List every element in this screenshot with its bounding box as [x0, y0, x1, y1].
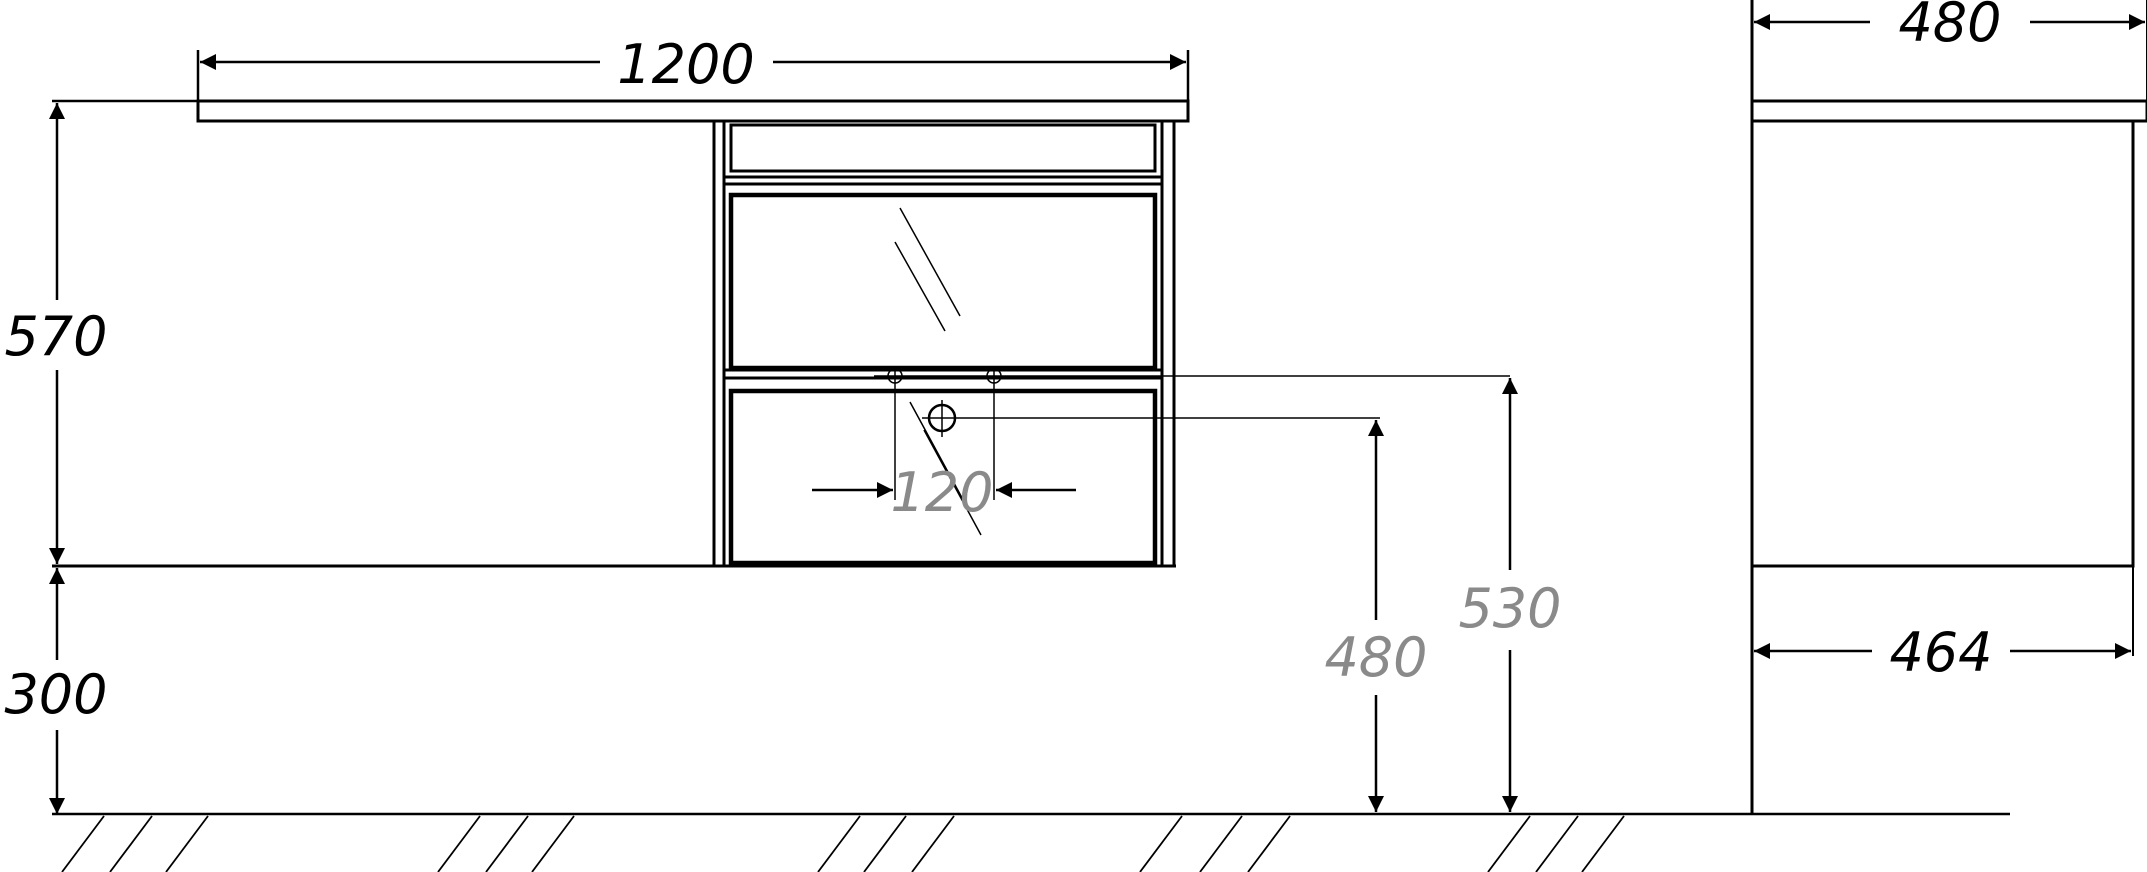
- upper-drawer: [728, 192, 1158, 371]
- label-530-supply: 530: [1458, 577, 1561, 640]
- lower-drawer: [728, 388, 1158, 566]
- label-300: 300: [4, 663, 107, 726]
- label-570: 570: [4, 305, 107, 368]
- floor: [52, 812, 2010, 872]
- side-countertop: [1750, 99, 2147, 123]
- label-480-drain: 480: [1324, 626, 1427, 689]
- dimension-lines: [49, 50, 1518, 814]
- side-cabinet: [1750, 119, 2135, 568]
- side-view: [1750, 0, 2147, 814]
- label-1200: 1200: [617, 33, 754, 96]
- top-drawer: [729, 123, 1157, 173]
- floor-hatch: [61, 815, 1625, 872]
- label-464-depth: 464: [1889, 621, 1992, 684]
- front-view: [52, 99, 1190, 568]
- label-480-depth: 480: [1898, 0, 2001, 54]
- label-120: 120: [890, 461, 993, 524]
- cabinet-frame: [712, 121, 1176, 566]
- side-dimension-lines: [1754, 13, 2145, 659]
- countertop: [196, 99, 1190, 123]
- dimension-labels: 1200 570 300 120 480 530 480 464: [4, 0, 2001, 726]
- glass-reflection-hatch: [894, 207, 982, 536]
- plumbing-points: [874, 368, 1510, 500]
